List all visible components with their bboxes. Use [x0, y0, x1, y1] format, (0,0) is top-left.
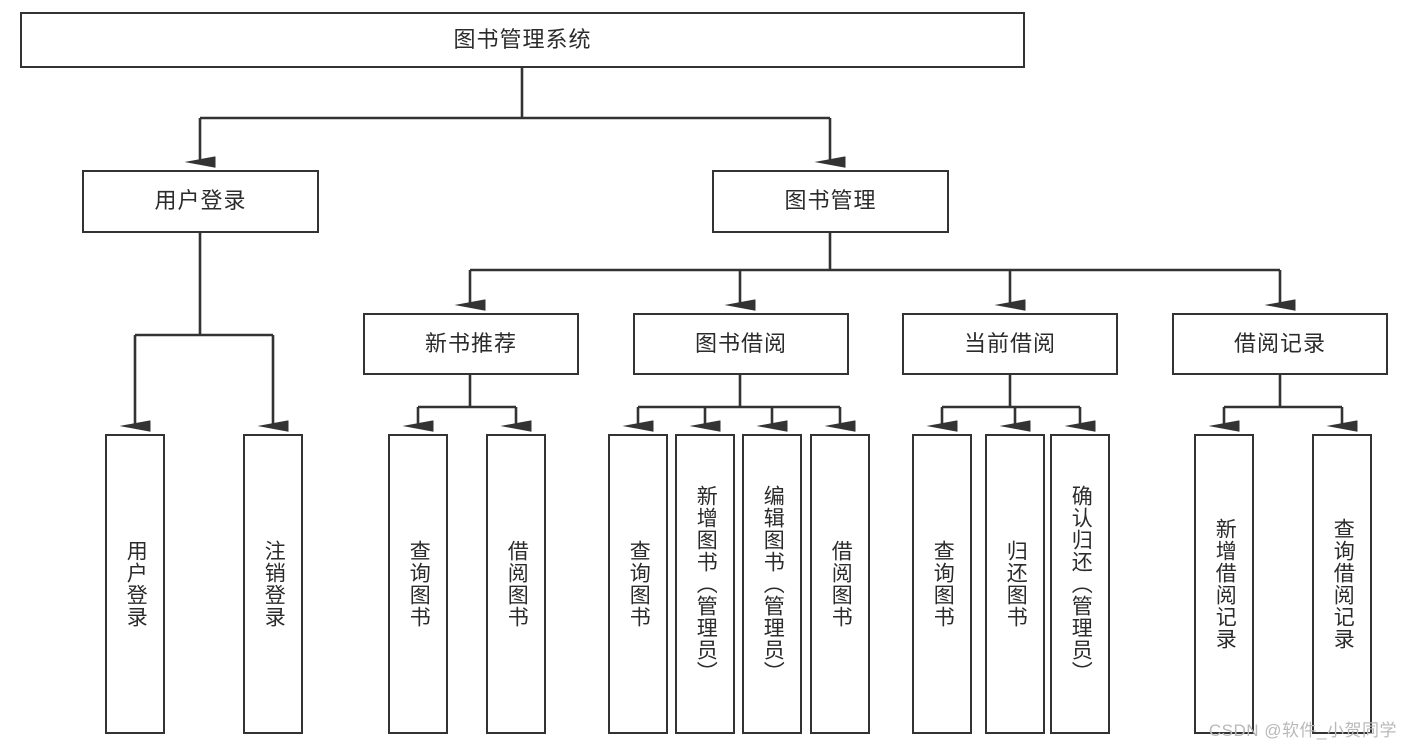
node-leaf-edit-book-admin-label: 编辑图书（管理员） [761, 485, 785, 683]
node-root-label: 图书管理系统 [453, 26, 592, 52]
node-leaf-user-login[interactable]: 用户登录 [105, 434, 165, 734]
node-leaf-add-book-admin-label: 新增图书（管理员） [694, 485, 718, 683]
node-leaf-borrow-book-recommend[interactable]: 借阅图书 [486, 434, 546, 734]
node-leaf-query-book-borrow[interactable]: 查询图书 [608, 434, 668, 734]
watermark: CSDN @软件_小贺同学 [1208, 721, 1397, 740]
node-borrow-record-label: 借阅记录 [1233, 330, 1326, 356]
node-leaf-add-borrow-record[interactable]: 新增借阅记录 [1194, 434, 1254, 734]
node-leaf-confirm-return-admin[interactable]: 确认归还（管理员） [1050, 434, 1110, 734]
node-leaf-add-book-admin[interactable]: 新增图书（管理员） [675, 434, 735, 734]
node-book-borrow[interactable]: 图书借阅 [633, 313, 849, 375]
node-leaf-query-book-recommend-label: 查询图书 [407, 540, 431, 628]
node-leaf-add-borrow-record-label: 新增借阅记录 [1213, 518, 1237, 650]
node-book-borrow-label: 图书借阅 [694, 330, 787, 356]
node-leaf-confirm-return-admin-label: 确认归还（管理员） [1069, 485, 1093, 683]
node-borrow-record[interactable]: 借阅记录 [1172, 313, 1388, 375]
node-leaf-user-logout-label: 注销登录 [262, 540, 286, 628]
node-current-borrow-label: 当前借阅 [963, 330, 1056, 356]
node-leaf-query-book-current[interactable]: 查询图书 [912, 434, 972, 734]
node-leaf-query-borrow-record-label: 查询借阅记录 [1331, 518, 1355, 650]
node-leaf-query-book-current-label: 查询图书 [931, 540, 955, 628]
node-user-login-label: 用户登录 [154, 188, 247, 214]
node-leaf-user-logout[interactable]: 注销登录 [243, 434, 303, 734]
node-leaf-user-login-label: 用户登录 [124, 540, 148, 628]
node-new-book-recommend-label: 新书推荐 [424, 330, 517, 356]
node-root[interactable]: 图书管理系统 [20, 12, 1025, 68]
node-leaf-query-borrow-record[interactable]: 查询借阅记录 [1312, 434, 1372, 734]
node-leaf-borrow-book-recommend-label: 借阅图书 [505, 540, 529, 628]
node-leaf-return-book[interactable]: 归还图书 [985, 434, 1045, 734]
node-current-borrow[interactable]: 当前借阅 [902, 313, 1118, 375]
node-leaf-query-book-borrow-label: 查询图书 [627, 540, 651, 628]
node-book-manage[interactable]: 图书管理 [712, 170, 949, 233]
node-book-manage-label: 图书管理 [784, 188, 877, 214]
node-leaf-borrow-book-label: 借阅图书 [829, 540, 853, 628]
node-leaf-query-book-recommend[interactable]: 查询图书 [388, 434, 448, 734]
node-user-login[interactable]: 用户登录 [82, 170, 319, 233]
node-leaf-return-book-label: 归还图书 [1004, 540, 1028, 628]
node-leaf-edit-book-admin[interactable]: 编辑图书（管理员） [742, 434, 802, 734]
node-new-book-recommend[interactable]: 新书推荐 [363, 313, 579, 375]
node-leaf-borrow-book[interactable]: 借阅图书 [810, 434, 870, 734]
